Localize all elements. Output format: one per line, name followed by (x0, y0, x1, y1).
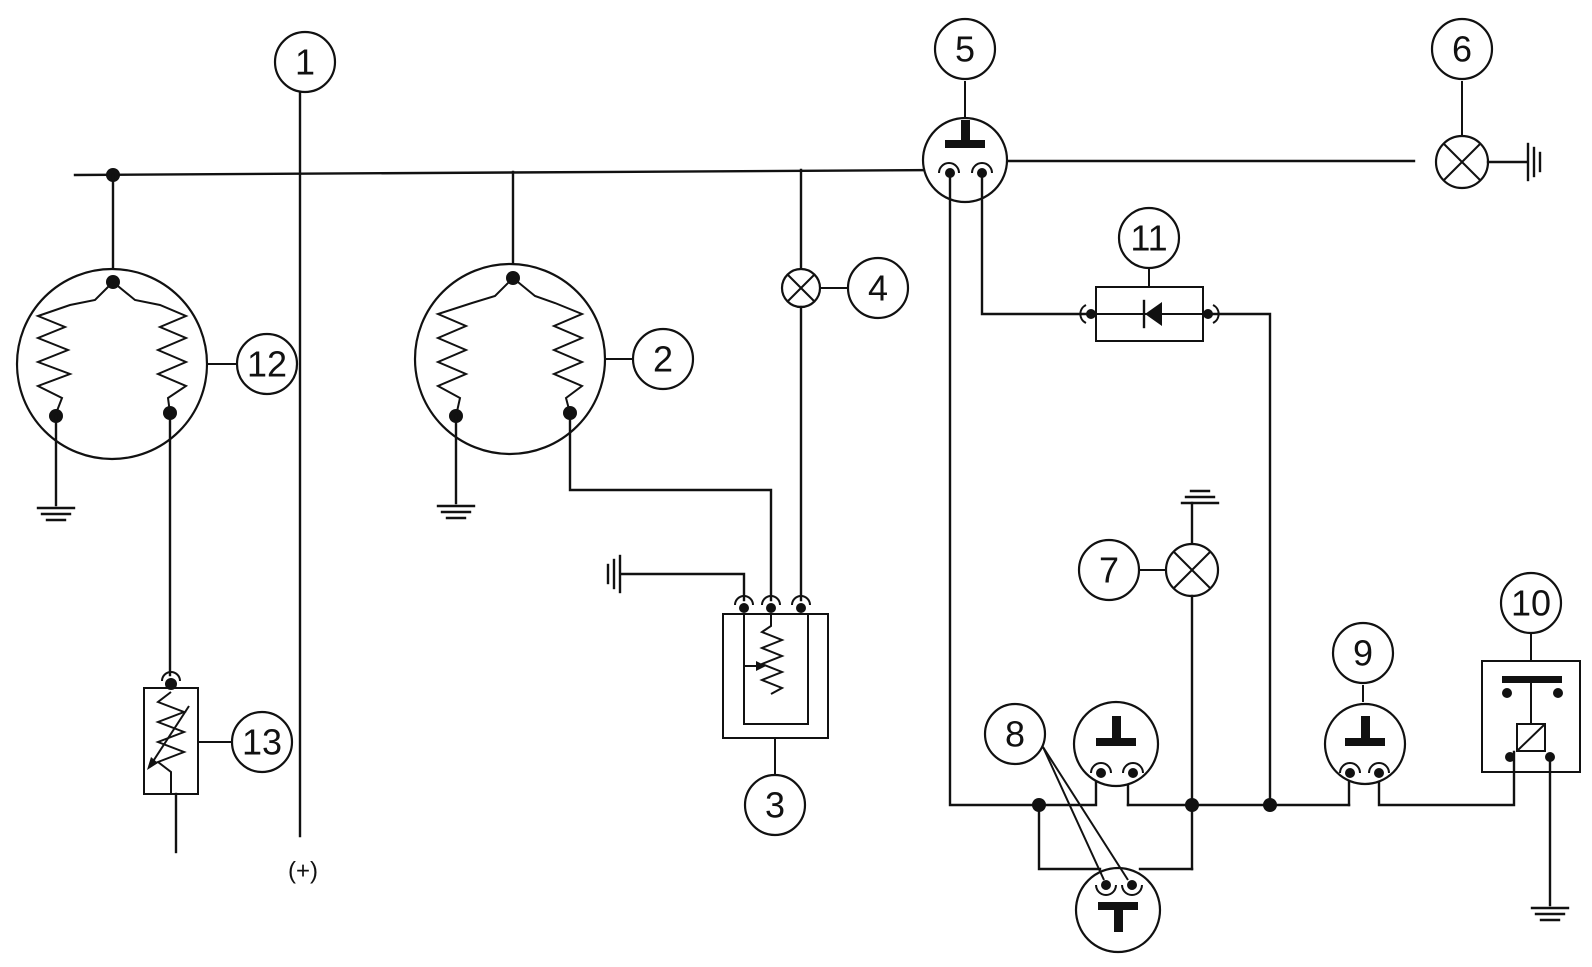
callout-13: 13 (230, 710, 294, 774)
callout-13-label: 13 (242, 722, 282, 763)
callout-6: 6 (1430, 17, 1494, 81)
callout-1: 1 (273, 30, 337, 94)
callout-9-label: 9 (1353, 633, 1373, 674)
ground-symbol (1530, 906, 1570, 922)
switch-9 (1323, 685, 1407, 786)
sender-unit (606, 554, 829, 775)
diode-module (980, 171, 1272, 806)
callout-10: 10 (1499, 571, 1563, 635)
callout-leader-lines (208, 358, 633, 365)
variable-resistor (143, 671, 232, 854)
ground-symbol (606, 554, 622, 594)
ground-symbol (1526, 142, 1542, 182)
callout-7: 7 (1077, 538, 1141, 602)
switch-8-lower (1074, 866, 1162, 954)
callout-8: 8 (983, 702, 1047, 766)
callout-5-label: 5 (955, 29, 975, 70)
callout-12-label: 12 (247, 344, 287, 385)
ground-symbol (1180, 489, 1220, 505)
indicator-lamp-7 (1140, 489, 1220, 871)
callout-9: 9 (1331, 621, 1395, 685)
callout-3-label: 3 (765, 785, 785, 826)
callout-10-label: 10 (1511, 583, 1551, 624)
lower-wiring-network (948, 171, 1516, 871)
callout-8-label: 8 (1005, 714, 1025, 755)
positive-terminal-label: (+) (288, 858, 318, 885)
callout-11: 11 (1117, 206, 1181, 270)
ground-symbol (36, 506, 76, 522)
switch-8-leader-lines (1042, 746, 1129, 881)
callout-2: 2 (631, 327, 695, 391)
main-supply-wire (73, 159, 1416, 182)
callout-1-label: 1 (295, 42, 315, 83)
indicator-lamp-4 (780, 168, 848, 602)
callout-2-label: 2 (653, 339, 673, 380)
ground-symbol (436, 504, 476, 520)
callout-3: 3 (743, 773, 807, 837)
callout-12: 12 (235, 332, 299, 396)
callout-5: 5 (933, 17, 997, 81)
callout-7-label: 7 (1099, 550, 1119, 591)
callout-4-label: 4 (868, 268, 888, 309)
indicator-lamp-6 (1434, 81, 1542, 190)
positive-feed-line: (+) (288, 90, 318, 885)
dual-filament-lamp-middle (413, 170, 773, 602)
callout-4: 4 (846, 256, 910, 320)
switch-8-upper (1072, 700, 1160, 788)
switch-5 (921, 81, 1009, 204)
dual-filament-lamp-left (15, 173, 209, 677)
callout-6-label: 6 (1452, 29, 1472, 70)
callout-11-label: 11 (1130, 218, 1167, 259)
relay-10 (1481, 633, 1581, 907)
